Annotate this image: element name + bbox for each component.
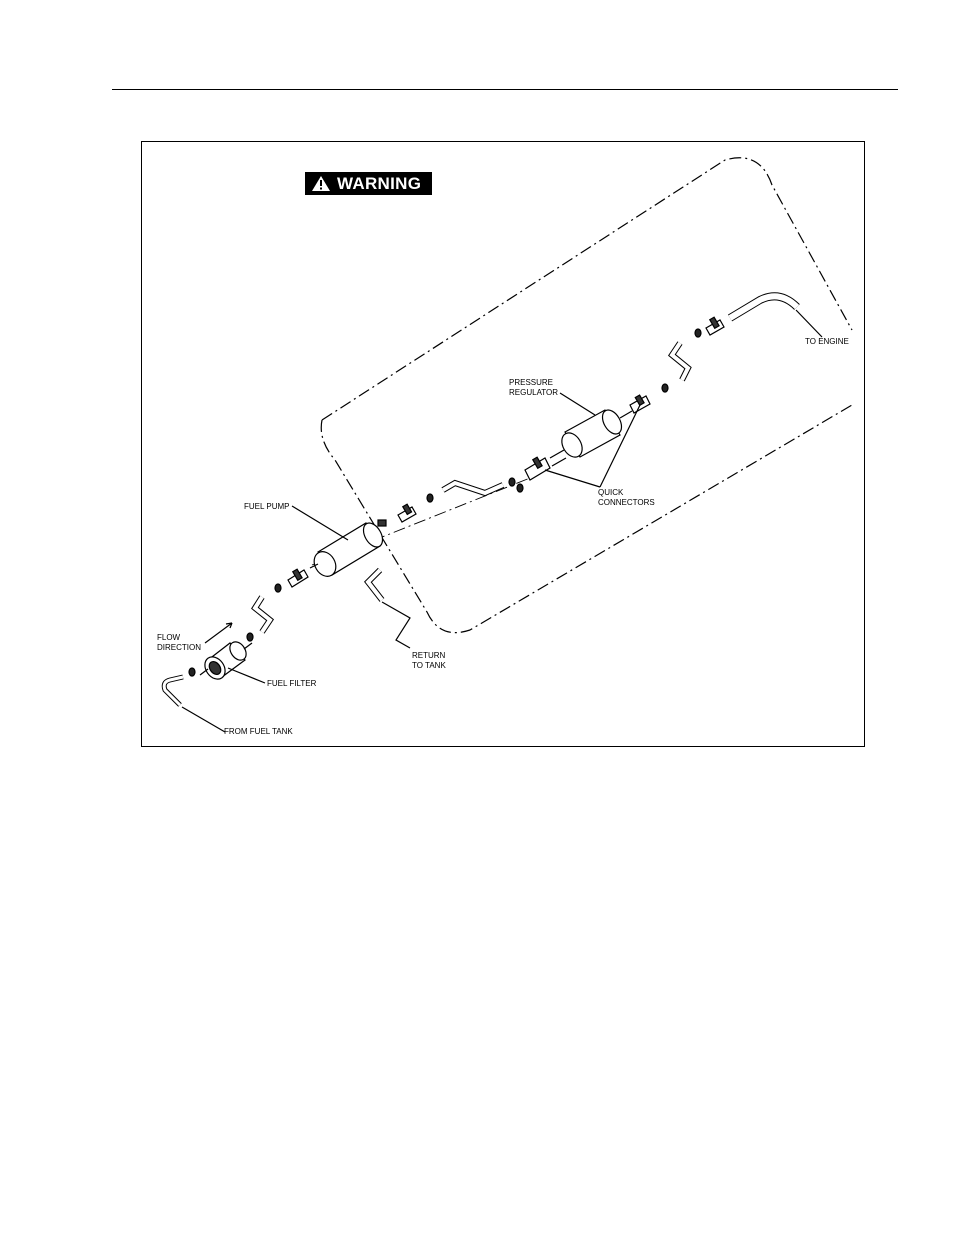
middle-hose <box>443 483 503 493</box>
washer-1 <box>189 668 195 676</box>
washer-3 <box>275 584 281 592</box>
from-tank-leader <box>182 707 225 732</box>
quick-connector-1 <box>525 457 550 480</box>
pressure-regulator <box>550 407 632 466</box>
quick-connector-2 <box>630 395 650 413</box>
fuel-filter <box>200 639 252 683</box>
exclamation-triangle-icon <box>311 175 331 192</box>
header-rule <box>112 89 898 90</box>
s-hose-1 <box>255 597 270 632</box>
fuel-system-diagram <box>141 141 865 747</box>
label-to-engine: TO ENGINE <box>805 337 849 347</box>
label-quick-connectors: QUICK CONNECTORS <box>598 488 655 508</box>
pressure-regulator-leader <box>560 393 595 415</box>
warning-badge: WARNING <box>305 172 432 195</box>
warning-label: WARNING <box>337 174 421 194</box>
pump-outlet-fitting <box>398 504 416 522</box>
engine-fitting <box>706 317 724 335</box>
inlet-hose <box>164 677 183 705</box>
washer-6 <box>517 484 523 492</box>
flow-arrow <box>205 623 232 643</box>
label-fuel-pump: FUEL PUMP <box>244 502 290 512</box>
quick-connectors-leader-1 <box>545 470 600 487</box>
label-from-fuel-tank: FROM FUEL TANK <box>224 727 293 737</box>
washer-2 <box>247 633 253 641</box>
fuel-filter-leader <box>228 668 265 683</box>
fuel-pump-leader <box>292 506 348 540</box>
return-to-tank-leader <box>382 602 410 648</box>
to-engine-hose <box>730 296 797 318</box>
label-return-to-tank: RETURN TO TANK <box>412 651 446 671</box>
washer-4 <box>427 494 433 502</box>
label-fuel-filter: FUEL FILTER <box>267 679 316 689</box>
boundary-outline <box>322 158 852 420</box>
s-hose-2 <box>672 343 688 380</box>
to-engine-leader <box>796 310 822 337</box>
washer-5 <box>509 478 515 486</box>
washer-8 <box>695 329 701 337</box>
label-pressure-regulator: PRESSURE REGULATOR <box>509 378 558 398</box>
pump-inlet-fitting <box>288 569 308 587</box>
washer-7 <box>662 384 668 392</box>
label-flow-direction: FLOW DIRECTION <box>157 633 201 653</box>
return-hose <box>368 570 382 600</box>
